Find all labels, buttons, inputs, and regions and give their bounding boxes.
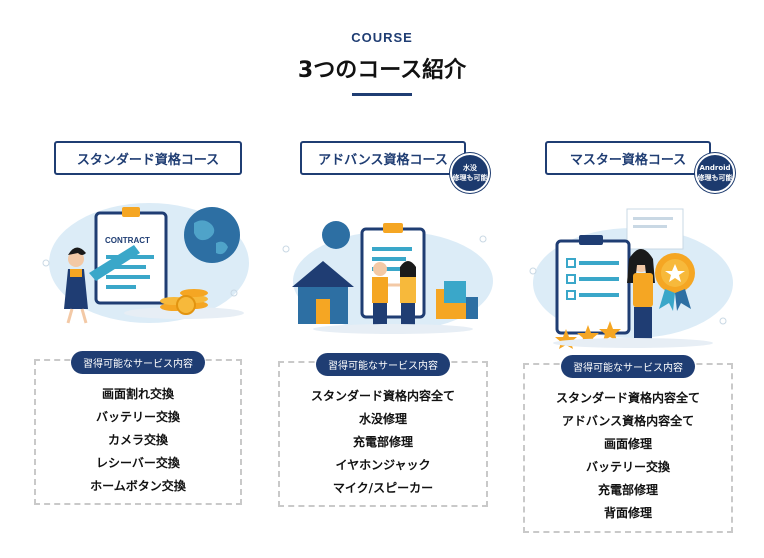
skills-list-standard: 画面割れ交換 バッテリー交換 カメラ交換 レシーバー交換 ホームボタン交換 <box>36 361 240 498</box>
list-item: 充電部修理 <box>597 483 658 497</box>
title-underline <box>352 93 412 96</box>
skills-box-master: 習得可能なサービス内容 スタンダード資格内容全て アドバンス資格内容全て 画面修… <box>523 355 733 533</box>
standard-course-illustration: CONTRACT <box>42 203 249 324</box>
list-item: 充電部修理 <box>352 435 413 449</box>
course-name-master: マスター資格コース <box>545 141 711 175</box>
list-item: カメラ交換 <box>107 433 168 447</box>
skills-box-standard: 習得可能なサービス内容 画面割れ交換 バッテリー交換 カメラ交換 レシーバー交換… <box>34 351 242 505</box>
list-item: ホームボタン交換 <box>90 479 186 493</box>
list-item: アドバンス資格内容全て <box>561 414 695 428</box>
list-item: 水没修理 <box>358 412 407 426</box>
list-item: 画面割れ交換 <box>101 387 174 401</box>
android-repair-badge: Android 修理も可能 <box>695 153 735 193</box>
list-item: 背面修理 <box>603 506 652 520</box>
skills-label: 習得可能なサービス内容 <box>561 355 695 378</box>
list-item: レシーバー交換 <box>96 456 180 470</box>
list-item: バッテリー交換 <box>95 410 180 424</box>
skills-list-master: スタンダード資格内容全て アドバンス資格内容全て 画面修理 バッテリー交換 充電… <box>525 365 731 525</box>
list-item: バッテリー交換 <box>585 460 670 474</box>
list-item: スタンダード資格内容全て <box>310 389 455 403</box>
section-eyebrow: COURSE <box>351 30 413 45</box>
advance-course-illustration <box>282 221 493 334</box>
list-item: マイク/スピーカー <box>332 481 434 495</box>
skills-box-advance: 習得可能なサービス内容 スタンダード資格内容全て 水没修理 充電部修理 イヤホン… <box>278 353 488 507</box>
skills-label: 習得可能なサービス内容 <box>316 353 450 376</box>
list-item: スタンダード資格内容全て <box>555 391 700 405</box>
contract-label: CONTRACT <box>105 236 150 245</box>
course-name-standard: スタンダード資格コース <box>54 141 242 175</box>
master-course-illustration <box>529 208 733 349</box>
skills-label: 習得可能なサービス内容 <box>71 351 205 374</box>
course-name-advance: アドバンス資格コース <box>300 141 466 175</box>
skills-list-advance: スタンダード資格内容全て 水没修理 充電部修理 イヤホンジャック マイク/スピー… <box>280 363 486 500</box>
section-title: 3つのコース紹介 <box>297 58 467 83</box>
list-item: イヤホンジャック <box>335 458 431 472</box>
list-item: 画面修理 <box>603 437 652 451</box>
water-repair-badge: 水没 修理も可能 <box>450 153 490 193</box>
